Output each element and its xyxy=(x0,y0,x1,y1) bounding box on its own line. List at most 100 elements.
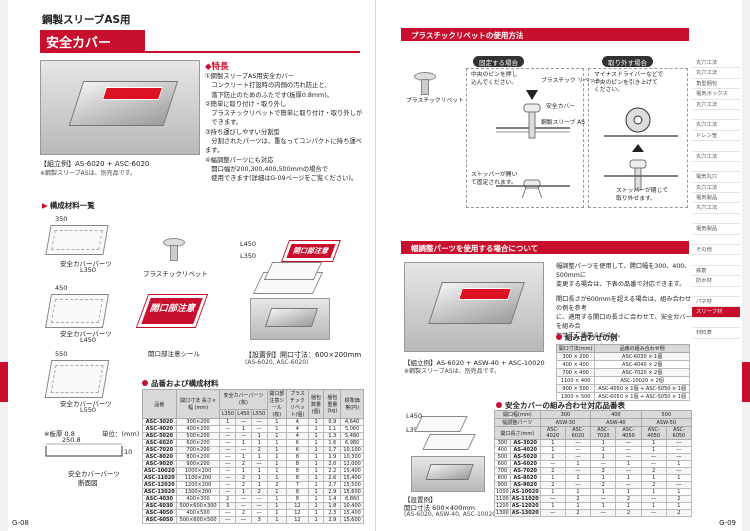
spec-cell: 1 xyxy=(307,481,325,489)
side-nav-item[interactable]: 丸穴工法 xyxy=(692,203,740,214)
side-nav-item[interactable]: その他 xyxy=(692,245,740,256)
combo-cell: ASC-6050 × 1個 + ASC-5050 × 1個 xyxy=(594,392,690,401)
side-nav-item[interactable]: 丸穴工法 xyxy=(692,58,740,69)
side-nav-item[interactable]: 丸穴工法 xyxy=(692,152,740,162)
spec-cell: 3 xyxy=(250,516,268,524)
side-nav-item[interactable] xyxy=(692,141,740,152)
cross-cell: ― xyxy=(564,467,592,475)
cross-cell: 2 xyxy=(640,467,667,475)
combo-cell: ASC-4040 × 2個 xyxy=(594,360,690,369)
side-nav-item[interactable] xyxy=(692,235,740,246)
spec-cell: 2 xyxy=(235,509,252,517)
side-nav-item[interactable]: 防水材 xyxy=(692,276,740,287)
spec-th: 梱包数量(個) xyxy=(307,389,325,419)
assembly2-panel xyxy=(422,434,476,450)
cross-cell: 2 xyxy=(615,509,642,517)
spec-cell: 1 xyxy=(307,432,325,440)
spec-cell: 1.9 xyxy=(323,453,342,461)
side-nav-item[interactable] xyxy=(692,110,740,121)
spec-cell: ― xyxy=(219,481,237,489)
side-nav-item[interactable]: 電気製品 xyxy=(692,224,740,235)
side-nav-item[interactable]: スリーブ材 xyxy=(692,307,740,318)
spec-cell: 1 xyxy=(235,467,252,475)
spec-cell: 1 xyxy=(307,418,325,426)
fix-panel xyxy=(466,68,584,208)
spec-cell: 4 xyxy=(286,425,309,433)
spec-cell: 1 xyxy=(266,439,288,447)
side-nav-item[interactable] xyxy=(692,214,740,225)
side-nav-item[interactable]: 電気丸穴 xyxy=(692,172,740,183)
side-nav-item[interactable]: 丸穴工法 xyxy=(692,100,740,110)
side-nav-item[interactable]: 丸穴工法 xyxy=(692,183,740,194)
cross-cell: 2 xyxy=(564,495,592,503)
assembly-dim: L450 xyxy=(240,240,257,248)
spec-cell: 1 xyxy=(266,425,288,433)
right-page: プラスチックリベットの使用方法 固定する場合 取り外す場合 中央のピンを押し 込… xyxy=(375,0,750,531)
spec-cell: 1000×200 xyxy=(175,467,221,475)
combo-cell: 300 × 200 xyxy=(555,352,596,361)
thickness-label: ※板厚 0.8 xyxy=(44,430,75,438)
side-nav-item[interactable]: 丸穴工法 xyxy=(692,68,740,79)
side-nav-item[interactable]: 材料表 xyxy=(692,328,740,339)
cross-cell: AS-3020 xyxy=(509,439,541,447)
spec-cell: 1 xyxy=(250,481,268,489)
assembly-sleeve xyxy=(250,298,330,340)
cross-th: ASW-30 xyxy=(539,418,592,427)
cross-cell: AS-12020 xyxy=(509,502,541,510)
spec-cell: 900×200 xyxy=(175,460,221,468)
width-adjust-heading: 幅調整パーツを使用する場合について xyxy=(401,241,689,254)
feature-line: できます。 xyxy=(205,119,243,127)
side-nav-item[interactable]: 電気ボックス xyxy=(692,89,740,100)
cross-cell: 1 xyxy=(564,460,592,468)
spec-cell: 1 xyxy=(307,453,325,461)
title-rule xyxy=(40,51,360,53)
cross-cell: 2 xyxy=(590,467,617,475)
side-nav-item[interactable]: 鉄筋 xyxy=(692,266,740,277)
side-nav-item[interactable] xyxy=(692,162,740,173)
side-nav-item[interactable]: ドレン管 xyxy=(692,131,740,142)
spec-cell: 12 xyxy=(286,509,309,517)
heading-bullet-icon: ▶ xyxy=(42,201,48,210)
cross-cell: 1 xyxy=(640,446,667,454)
spec-cell: 1 xyxy=(307,474,325,482)
spec-cell: 400×200 xyxy=(175,425,221,433)
cross-th: ASC-4050 xyxy=(615,426,642,440)
photo2-note: ※鋼製スリーブASは、別売品です。 xyxy=(404,368,500,375)
cross-th: ASW-50 xyxy=(640,418,693,427)
cross-cell: 1 xyxy=(640,488,667,496)
side-nav-item[interactable]: 角型梱包 xyxy=(692,79,740,90)
cross-cell: 300 xyxy=(494,439,511,447)
spec-th: プラスチックリベット(個) xyxy=(286,389,309,419)
warning-seal-drawing: 開口部注意 xyxy=(135,294,209,328)
cross-th: ASC-4020 xyxy=(539,426,566,440)
cross-cell: ― xyxy=(539,495,566,503)
cross-cell: ― xyxy=(564,446,592,454)
spec-cell: 2.9 xyxy=(323,488,342,496)
spec-cell: 12,000 xyxy=(340,460,364,468)
photo2-caption: 【組立例】AS-6020 + ASW-40 + ASC-10020 xyxy=(404,359,545,367)
side-nav-item[interactable] xyxy=(692,255,740,266)
width-text: 幅調整パーツを使用して、開口幅を300、400、500mmに 変更する場合は、下… xyxy=(556,263,692,339)
side-nav-item[interactable] xyxy=(692,318,740,329)
side-nav-item[interactable]: 電気製品 xyxy=(692,193,740,204)
side-nav-item[interactable]: パネ材 xyxy=(692,297,740,308)
remove-result: ストッパーが閉じて 取り外せます。 xyxy=(616,188,669,202)
side-nav-item[interactable]: 丸穴工法 xyxy=(692,120,740,131)
cross-cell: 1 xyxy=(615,460,642,468)
cross-cell: 1 xyxy=(564,488,592,496)
spec-cell: 15,600 xyxy=(340,516,364,524)
cross-cell: ― xyxy=(640,453,667,461)
cross-cell: 1 xyxy=(590,502,617,510)
spec-th: L550 xyxy=(250,408,268,420)
spec-cell: 2.6 xyxy=(323,474,342,482)
cross-cell: ― xyxy=(665,439,693,447)
side-nav-item[interactable] xyxy=(692,287,740,297)
